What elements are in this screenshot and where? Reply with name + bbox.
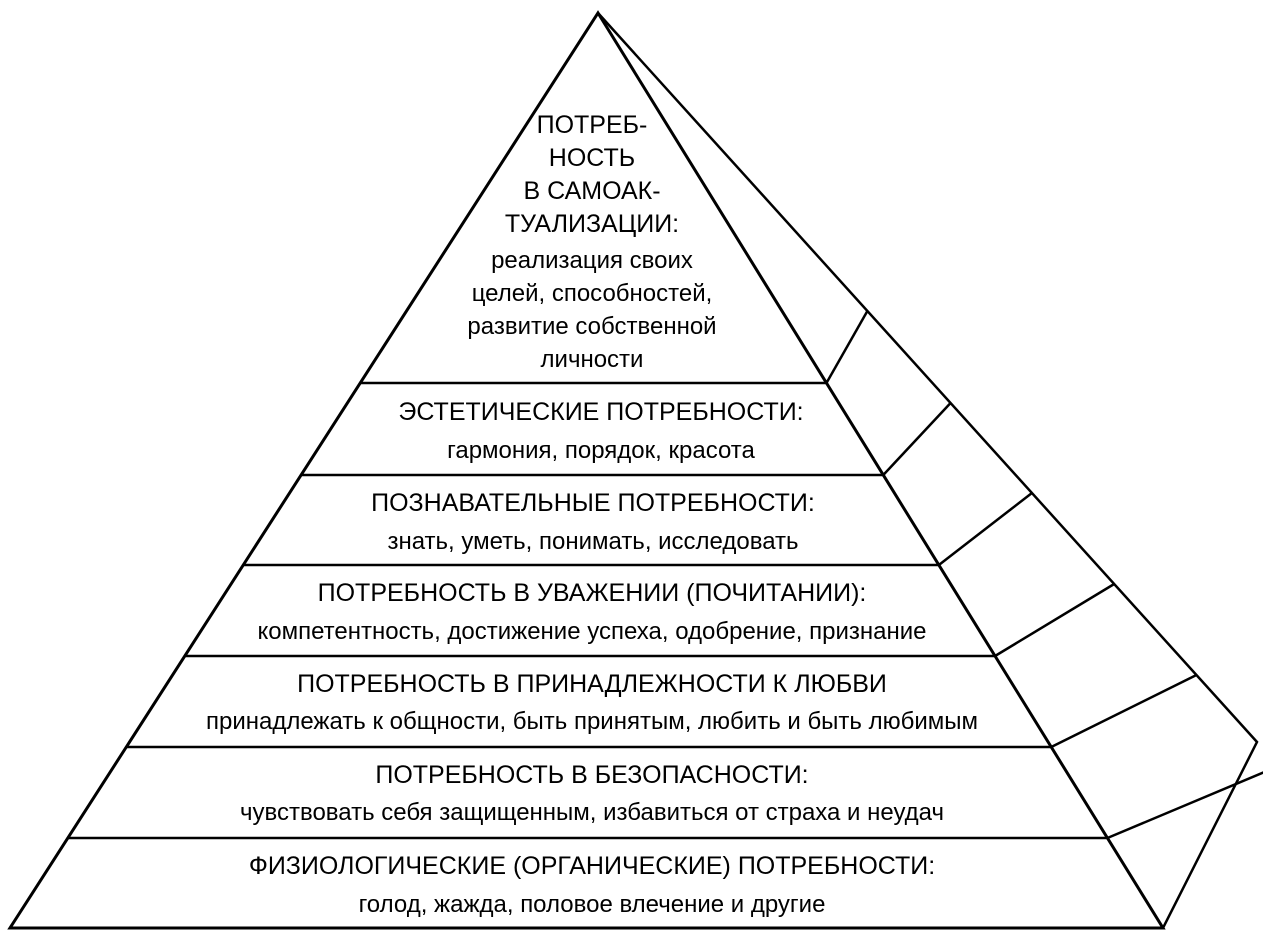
level-title-line: НОСТЬ bbox=[549, 144, 635, 172]
level-description-line: чувствовать себя защищенным, избавиться … bbox=[240, 799, 944, 826]
pyramid-level-1: ПОТРЕБ- НОСТЬ В САМОАК- ТУАЛИЗАЦИИ: реализац… bbox=[467, 111, 716, 373]
pyramid-level-4: ПОТРЕБНОСТЬ В УВАЖЕНИИ (ПОЧИТАНИИ): компе… bbox=[257, 579, 926, 645]
side-divider bbox=[938, 492, 1033, 566]
level-description-line: компетентность, достижение успеха, одобр… bbox=[257, 618, 926, 645]
level-description-line: голод, жажда, половое влечение и другие bbox=[359, 891, 826, 918]
side-divider bbox=[1050, 673, 1197, 749]
level-dividers bbox=[67, 381, 1108, 840]
side-divider bbox=[882, 402, 952, 476]
pyramid-level-3: ПОЗНАВАТЕЛЬНЫЕ ПОТРЕБНОСТИ: знать, уметь,… bbox=[371, 489, 815, 555]
level-title-line: ТУАЛИЗАЦИИ: bbox=[505, 210, 679, 238]
side-divider bbox=[1106, 771, 1263, 840]
pyramid-level-5: ПОТРЕБНОСТЬ В ПРИНАДЛЕЖНОСТИ К ЛЮБВИ прин… bbox=[206, 670, 978, 735]
side-divider bbox=[994, 582, 1115, 658]
level-title-line: ФИЗИОЛОГИЧЕСКИЕ (ОРГАНИЧЕСКИЕ) ПОТРЕБНОС… bbox=[249, 852, 935, 880]
pyramid-front-face bbox=[7, 10, 1166, 930]
level-title-line: ПОТРЕБ- bbox=[537, 111, 648, 139]
level-description-line: реализация своих bbox=[491, 247, 693, 274]
level-title-line: ЭСТЕТИЧЕСКИЕ ПОТРЕБНОСТИ: bbox=[398, 398, 803, 426]
level-labels: ПОТРЕБ- НОСТЬ В САМОАК- ТУАЛИЗАЦИИ: реализац… bbox=[206, 111, 978, 918]
pyramid-level-2: ЭСТЕТИЧЕСКИЕ ПОТРЕБНОСТИ: гармония, поряд… bbox=[398, 398, 803, 464]
side-divider bbox=[825, 310, 869, 384]
level-description-line: целей, способностей, bbox=[472, 280, 713, 307]
pyramid-level-6: ПОТРЕБНОСТЬ В БЕЗОПАСНОСТИ: чувствовать с… bbox=[240, 761, 944, 826]
level-description-line: личности bbox=[541, 346, 644, 373]
level-title-line: ПОЗНАВАТЕЛЬНЫЕ ПОТРЕБНОСТИ: bbox=[371, 489, 815, 517]
level-title-line: ПОТРЕБНОСТЬ В БЕЗОПАСНОСТИ: bbox=[375, 761, 808, 789]
level-description-line: знать, уметь, понимать, исследовать bbox=[387, 528, 798, 555]
level-description-line: развитие собственной bbox=[467, 313, 716, 340]
level-description-line: принадлежать к общности, быть принятым, … bbox=[206, 708, 978, 735]
level-title-line: ПОТРЕБНОСТЬ В ПРИНАДЛЕЖНОСТИ К ЛЮБВИ bbox=[297, 670, 887, 698]
level-description-line: гармония, порядок, красота bbox=[447, 437, 755, 464]
side-face-dividers bbox=[825, 310, 1263, 840]
level-title-line: В САМОАК- bbox=[523, 177, 660, 205]
pyramid-level-7: ФИЗИОЛОГИЧЕСКИЕ (ОРГАНИЧЕСКИЕ) ПОТРЕБНОС… bbox=[249, 852, 935, 918]
level-title-line: ПОТРЕБНОСТЬ В УВАЖЕНИИ (ПОЧИТАНИИ): bbox=[318, 579, 867, 607]
